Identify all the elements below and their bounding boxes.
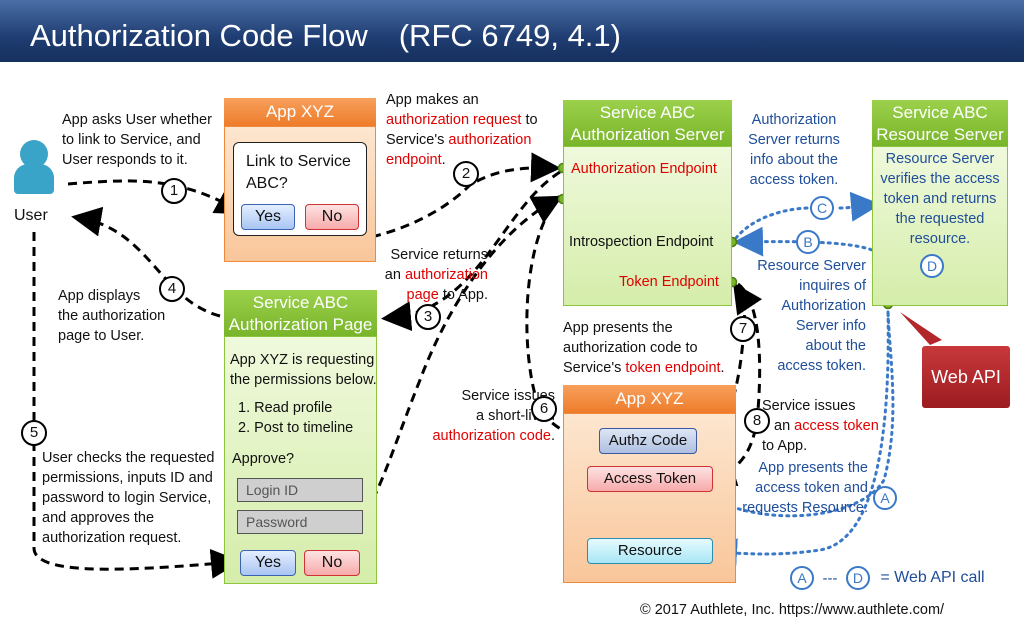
web-step-a-marker: A	[873, 486, 897, 510]
arrow-page-yes	[309, 195, 563, 562]
copyright: © 2017 Authlete, Inc. https://www.authle…	[640, 602, 945, 618]
web-step-b-marker: B	[796, 230, 820, 254]
authorization-endpoint[interactable]: Authorization Endpoint	[571, 161, 717, 177]
note-step8: Service issues an access token to App.	[762, 398, 879, 454]
approve-no-button[interactable]: No	[304, 550, 360, 576]
step-8-marker: 8	[744, 408, 770, 434]
step-3-marker: 3	[415, 304, 441, 330]
approve-label: Approve?	[232, 451, 295, 467]
legend-to-marker: D	[845, 566, 870, 590]
legend: A --- D = Web API call	[790, 566, 985, 590]
note-step2: App makes an authorization request to Se…	[386, 92, 538, 168]
legend-from-marker: A	[790, 566, 814, 590]
permission-item: 1. Read profile	[238, 400, 333, 416]
login-id-field[interactable]: Login ID	[237, 478, 363, 502]
step-1-marker: 1	[161, 178, 187, 204]
approve-yes-button[interactable]: Yes	[240, 550, 296, 576]
note-step6: Service issues a short-lived authorizati…	[432, 388, 555, 444]
introspection-endpoint[interactable]: Introspection Endpoint	[569, 234, 714, 250]
web-step-c-marker: C	[810, 196, 834, 220]
permission-item: 2. Post to timeline	[238, 420, 354, 436]
user-icon	[14, 140, 54, 200]
link-no-button[interactable]: No	[305, 204, 359, 230]
user-label: User	[14, 207, 48, 224]
step-6-marker: 6	[531, 396, 557, 422]
password-field[interactable]: Password	[237, 510, 363, 534]
authz-code-item: Authz Code	[599, 428, 697, 454]
resource-item: Resource	[587, 538, 713, 564]
arrow-step5	[32, 232, 241, 579]
legend-separator: ---	[822, 569, 838, 587]
app-xyz-bottom: App XYZ Authz Code Access Token Resource	[563, 385, 736, 583]
step-5-marker: 5	[21, 420, 47, 446]
note-step3: Service returns an authorization page to…	[384, 247, 488, 303]
step-4-marker: 4	[159, 276, 185, 302]
step-7-marker: 7	[730, 316, 756, 342]
link-yes-button[interactable]: Yes	[241, 204, 295, 230]
arrow-step4	[71, 206, 221, 318]
title-bar: Authorization Code Flow (RFC 6749, 4.1)	[0, 0, 1024, 62]
arrow-web-a	[698, 310, 895, 518]
step-2-marker: 2	[453, 161, 479, 187]
arrow-step1	[67, 179, 246, 215]
arrow-web-resource	[707, 310, 890, 569]
app-xyz-top-header: App XYZ	[224, 98, 376, 126]
web-step-d-marker: D	[920, 254, 944, 278]
page-title: Authorization Code Flow (RFC 6749, 4.1)	[30, 18, 621, 53]
access-token-item: Access Token	[587, 466, 713, 492]
web-api-callout: Web API	[922, 346, 1010, 408]
permission-list: 1. Read profile 2. Post to timeline	[238, 398, 353, 438]
note-step7: App presents the authorization code to S…	[563, 320, 725, 376]
app-xyz-bottom-header: App XYZ	[563, 385, 736, 413]
token-endpoint[interactable]: Token Endpoint	[619, 274, 719, 290]
arrow-web-c	[734, 205, 872, 240]
legend-text: = Web API call	[880, 569, 985, 586]
